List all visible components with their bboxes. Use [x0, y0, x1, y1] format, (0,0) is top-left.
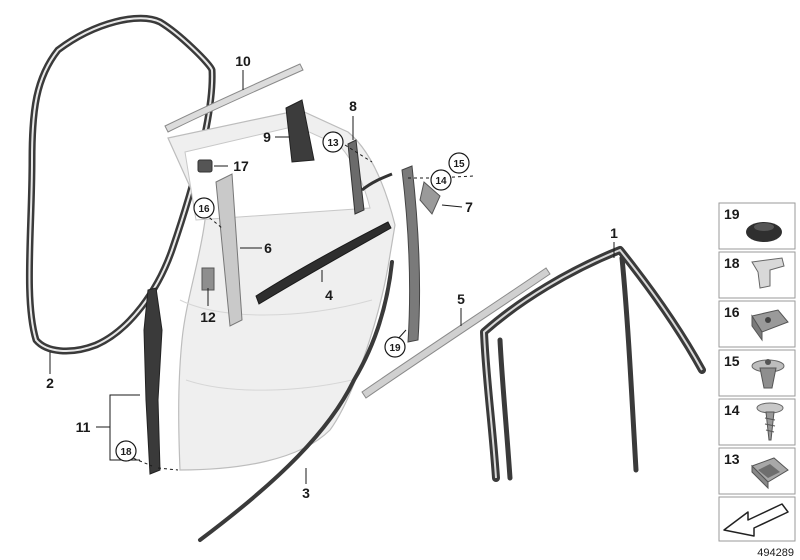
callout-19-circled[interactable]: 19 — [384, 336, 406, 358]
screw-icon — [756, 402, 784, 441]
callout-6[interactable]: 6 — [264, 240, 272, 256]
legend-item-15[interactable]: 15 — [718, 349, 796, 397]
callout-4[interactable]: 4 — [325, 287, 333, 303]
part-3-lower-seal[interactable] — [198, 260, 394, 542]
legend-num-14: 14 — [724, 402, 740, 418]
expanding-rivet-icon — [751, 359, 785, 389]
legend-item-13[interactable]: 13 — [718, 447, 796, 495]
fastener-legend: 19 18 16 15 — [718, 202, 796, 542]
part-8-upper-trim[interactable] — [347, 139, 393, 215]
callout-18-circled[interactable]: 18 — [115, 440, 137, 462]
callout-13: 13 — [327, 138, 339, 149]
callout-2[interactable]: 2 — [46, 375, 54, 391]
callout-1[interactable]: 1 — [610, 225, 618, 241]
callout-3[interactable]: 3 — [302, 485, 310, 501]
part-12-bracket[interactable] — [201, 267, 215, 291]
callout-17[interactable]: 17 — [233, 158, 249, 174]
callout-19: 19 — [389, 343, 401, 354]
part-2-door-frame-seal[interactable] — [25, 14, 216, 355]
legend-num-15: 15 — [724, 353, 740, 369]
clip-icon — [751, 257, 785, 289]
grommet-icon — [746, 222, 782, 242]
part-17-pad[interactable] — [197, 159, 213, 173]
callout-15: 15 — [453, 159, 465, 170]
legend-num-16: 16 — [724, 304, 740, 320]
part-5-outer-strip[interactable] — [361, 267, 551, 399]
part-10-upper-channel[interactable] — [164, 63, 304, 133]
clip-nut-icon — [751, 457, 789, 490]
callout-10[interactable]: 10 — [235, 53, 251, 69]
legend-direction-box[interactable] — [718, 496, 796, 542]
direction-arrow-icon — [723, 503, 789, 537]
callout-5[interactable]: 5 — [457, 291, 465, 307]
part-4-belt-moulding[interactable] — [255, 221, 392, 305]
circled-callouts: 13 14 15 16 18 19 — [115, 131, 470, 462]
part-9-triangle-trim[interactable] — [285, 99, 315, 163]
part-11-lower-pillar[interactable] — [143, 287, 163, 475]
part-7-rear-pillar-strip[interactable] — [401, 165, 441, 343]
legend-item-18[interactable]: 18 — [718, 251, 796, 299]
callout-8[interactable]: 8 — [349, 98, 357, 114]
callout-14-circled[interactable]: 14 — [430, 169, 452, 191]
callout-13-circled[interactable]: 13 — [322, 131, 344, 153]
part-6-pillar-trim[interactable] — [215, 173, 243, 327]
callout-labels: 1 2 3 4 5 6 7 8 9 10 11 12 17 — [46, 53, 618, 501]
legend-num-13: 13 — [724, 451, 740, 467]
callout-12[interactable]: 12 — [200, 309, 216, 325]
legend-num-18: 18 — [724, 255, 740, 271]
callout-7[interactable]: 7 — [465, 199, 473, 215]
diagram-number: 494289 — [757, 547, 794, 559]
callout-18: 18 — [120, 447, 132, 458]
legend-item-14[interactable]: 14 — [718, 398, 796, 446]
legend-item-16[interactable]: 16 — [718, 300, 796, 348]
callout-9[interactable]: 9 — [263, 129, 271, 145]
callout-11[interactable]: 11 — [76, 419, 91, 435]
callout-16: 16 — [198, 204, 210, 215]
sleeve-nut-icon — [751, 309, 789, 342]
callout-14: 14 — [435, 176, 447, 187]
callout-15-circled[interactable]: 15 — [448, 152, 470, 174]
legend-num-19: 19 — [724, 206, 740, 222]
part-1-window-channel[interactable] — [480, 246, 706, 482]
legend-item-19[interactable]: 19 — [718, 202, 796, 250]
callout-16-circled[interactable]: 16 — [193, 197, 215, 219]
